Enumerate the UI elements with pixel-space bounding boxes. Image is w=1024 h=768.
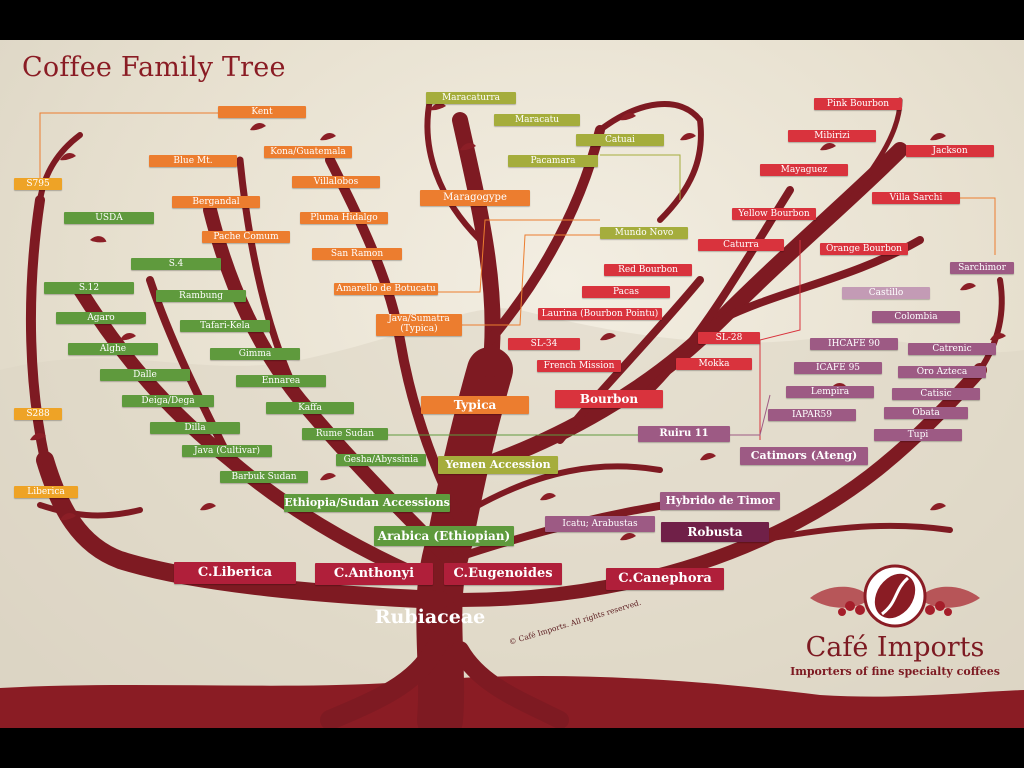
variety-label-liberica: Liberica <box>14 486 78 498</box>
variety-label-s795: S795 <box>14 178 62 190</box>
variety-label-icafe-95: ICAFE 95 <box>794 362 882 374</box>
variety-label-alghe: Alghe <box>68 343 158 355</box>
variety-label-tupi: Tupi <box>874 429 962 441</box>
variety-label-s288: S288 <box>14 408 62 420</box>
brand-block: Café Imports Importers of fine specialty… <box>790 562 1000 678</box>
brand-name: Café Imports <box>805 632 985 663</box>
variety-label-castillo: Castillo <box>842 287 930 299</box>
variety-label-sarchimor: Sarchimor <box>950 262 1014 274</box>
variety-label-lempira: Lempira <box>786 386 874 398</box>
variety-label-ennarea: Ennarea <box>236 375 326 387</box>
variety-label-gesha-abyssinia: Gesha/Abyssinia <box>336 454 426 466</box>
variety-label-sl-34: SL-34 <box>508 338 580 350</box>
species-label-arabica: Arabica (Ethiopian) <box>374 526 514 546</box>
species-label-robusta: Robusta <box>661 522 769 542</box>
group-label-bourbon: Bourbon <box>555 390 663 408</box>
species-label-liberica: C.Liberica <box>174 562 296 584</box>
root-label-rubiaceae: Rubiaceae <box>374 606 486 628</box>
coffee-bean-logo-icon <box>810 564 980 628</box>
variety-label-red-bourbon: Red Bourbon <box>604 264 692 276</box>
variety-label-villalobos: Villalobos <box>292 176 380 188</box>
variety-label-pacamara: Pacamara <box>508 155 598 167</box>
variety-label-san-ramon: San Ramon <box>312 248 402 260</box>
variety-label-pache-comum: Pache Comum <box>202 231 290 243</box>
group-label-typica: Typica <box>421 396 529 414</box>
variety-label-colombia: Colombia <box>872 311 960 323</box>
variety-label-kaffa: Kaffa <box>266 402 354 414</box>
variety-label-mundo-novo: Mundo Novo <box>600 227 688 239</box>
group-label-yemen-accession: Yemen Accession <box>438 456 558 474</box>
variety-label-tafari-kela: Tafari-Kela <box>180 320 270 332</box>
variety-label-iapar59: IAPAR59 <box>768 409 856 421</box>
variety-label-maracatu: Maracatu <box>494 114 580 126</box>
group-label-icatu-arabustas: Icatu; Arabustas <box>545 516 655 532</box>
variety-label-s12: S.12 <box>44 282 134 294</box>
group-label-hybrido-de-timor: Hybrido de Timor <box>660 492 780 510</box>
species-label-eugenoides: C.Eugenoides <box>444 563 562 585</box>
brand-tagline: Importers of fine specialty coffees <box>790 665 1000 678</box>
variety-label-mokka: Mokka <box>676 358 752 370</box>
variety-label-agaro: Agaro <box>56 312 146 324</box>
variety-label-mayaguez: Mayaguez <box>760 164 848 176</box>
variety-label-s4: S.4 <box>131 258 221 270</box>
variety-label-oro-azteca: Oro Azteca <box>898 366 986 378</box>
variety-label-deiga-dega: Deiga/Dega <box>122 395 214 407</box>
variety-label-jackson: Jackson <box>906 145 994 157</box>
variety-label-usda: USDA <box>64 212 154 224</box>
variety-label-catuai: Catuai <box>576 134 664 146</box>
group-label-ruiru-11: Ruiru 11 <box>638 426 730 442</box>
page-title: Coffee Family Tree <box>22 52 286 83</box>
variety-label-laurina: Laurina (Bourbon Pointu) <box>538 308 662 320</box>
variety-label-catisic: Catisic <box>892 388 980 400</box>
variety-label-java-cultivar: Java (Cultivar) <box>182 445 272 457</box>
connector-lines <box>39 112 996 440</box>
variety-label-pluma-hidalgo: Pluma Hidalgo <box>300 212 388 224</box>
variety-label-yellow-bourbon: Yellow Bourbon <box>732 208 816 220</box>
variety-label-sl-28: SL-28 <box>698 332 760 344</box>
variety-label-rambung: Rambung <box>156 290 246 302</box>
variety-label-french-mission: French Mission <box>537 360 621 372</box>
species-label-anthonyi: C.Anthonyi <box>315 563 433 585</box>
variety-label-orange-bourbon: Orange Bourbon <box>820 243 908 255</box>
variety-label-kona-guatemala: Kona/Guatemala <box>264 146 352 158</box>
variety-label-pink-bourbon: Pink Bourbon <box>814 98 902 110</box>
variety-label-caturra: Caturra <box>698 239 784 251</box>
variety-label-blue-mt: Blue Mt. <box>149 155 237 167</box>
variety-label-maragogype: Maragogype <box>420 190 530 206</box>
species-label-canephora: C.Canephora <box>606 568 724 590</box>
variety-label-maracaturra: Maracaturra <box>426 92 516 104</box>
variety-label-dalle: Dalle <box>100 369 190 381</box>
coffee-family-tree-poster: Coffee Family Tree S795 S288 Liberica US… <box>0 40 1024 728</box>
variety-label-bergandal: Bergandal <box>172 196 260 208</box>
variety-label-pacas: Pacas <box>582 286 670 298</box>
variety-label-kent: Kent <box>218 106 306 118</box>
group-label-catimors: Catimors (Ateng) <box>740 447 868 465</box>
variety-label-java-sumatra: Java/Sumatra (Typica) <box>376 314 462 336</box>
variety-label-ihcafe-90: IHCAFE 90 <box>810 338 898 350</box>
variety-label-barbuk-sudan: Barbuk Sudan <box>220 471 308 483</box>
variety-label-obata: Obata <box>884 407 968 419</box>
variety-label-amarello-de-botucatu: Amarello de Botucatu <box>334 283 438 295</box>
group-label-ethiopia-sudan-accessions: Ethiopia/Sudan Accessions <box>284 494 450 512</box>
variety-label-mibirizi: Mibirizi <box>788 130 876 142</box>
variety-label-gimma: Gimma <box>210 348 300 360</box>
variety-label-villa-sarchi: Villa Sarchi <box>872 192 960 204</box>
variety-label-rume-sudan: Rume Sudan <box>302 428 388 440</box>
variety-label-catrenic: Catrenic <box>908 343 996 355</box>
variety-label-dilla: Dilla <box>150 422 240 434</box>
